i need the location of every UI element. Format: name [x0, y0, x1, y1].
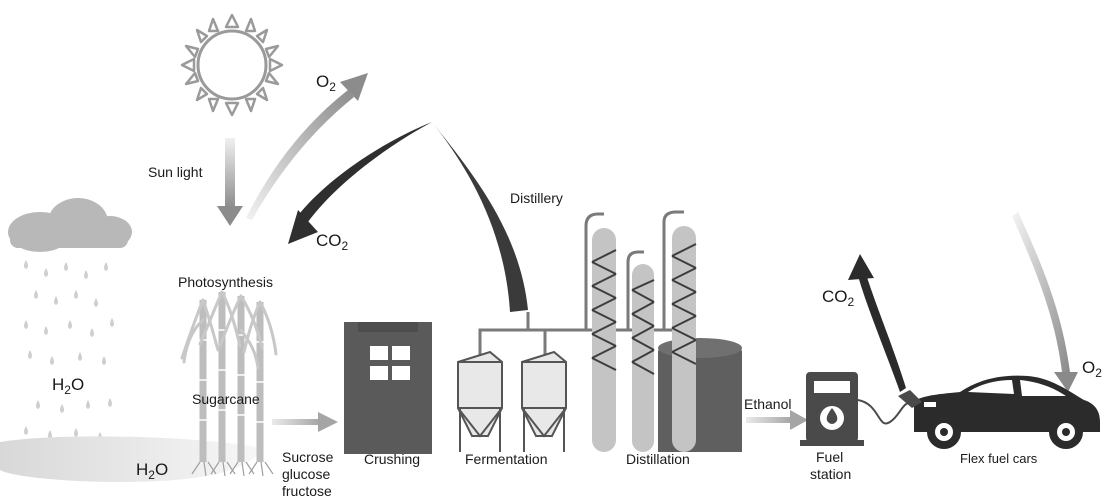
raindrops — [24, 260, 114, 441]
distillery-label: Distillery — [510, 190, 563, 206]
photosynthesis-label: Photosynthesis — [178, 274, 273, 290]
fuel-station-label-line2: station — [810, 466, 851, 482]
ethanol-label: Ethanol — [744, 396, 791, 412]
co2-absorption-arrow — [288, 122, 528, 312]
ethanol-flow-arrow — [746, 410, 808, 430]
ground-water — [0, 436, 262, 482]
co2-top-label: CO2 — [316, 231, 349, 253]
sugarcane-plants — [180, 290, 278, 477]
storage-tank-icon — [658, 338, 742, 452]
sugarcane-label: Sugarcane — [192, 391, 260, 407]
sucrose-label: Sucrose — [282, 449, 334, 465]
fuel-station-label-line1: Fuel — [816, 449, 843, 465]
sugar-flow-arrow — [272, 412, 338, 432]
car-o2-arrow — [1012, 212, 1078, 392]
sunlight-arrow — [217, 138, 243, 226]
distillation-label: Distillation — [626, 451, 690, 467]
o2-release-arrow — [246, 73, 368, 220]
fructose-label: fructose — [282, 483, 332, 499]
o2-car-label: O2 — [1082, 358, 1102, 380]
rain-cloud-icon — [8, 198, 132, 252]
distillation-columns-icon — [591, 226, 697, 452]
o2-top-label: O2 — [316, 72, 336, 94]
h2o-ground-label: H2O — [136, 460, 168, 482]
h2o-rain-label: H2O — [52, 375, 84, 397]
car-co2-arrow — [848, 254, 906, 392]
fuel-nozzle-icon — [898, 390, 922, 408]
fermentation-label: Fermentation — [465, 451, 547, 467]
co2-car-label: CO2 — [822, 287, 855, 309]
sunlight-label: Sun light — [148, 164, 203, 180]
flex-fuel-cars-label: Flex fuel cars — [960, 451, 1038, 466]
fuel-pump-icon — [800, 372, 913, 446]
crushing-label: Crushing — [364, 451, 420, 467]
fermentation-tanks-icon — [457, 350, 567, 452]
glucose-label: glucose — [282, 466, 330, 482]
sun-icon — [180, 13, 284, 117]
crushing-mill-icon — [344, 322, 432, 454]
flex-fuel-car-icon — [914, 375, 1100, 449]
